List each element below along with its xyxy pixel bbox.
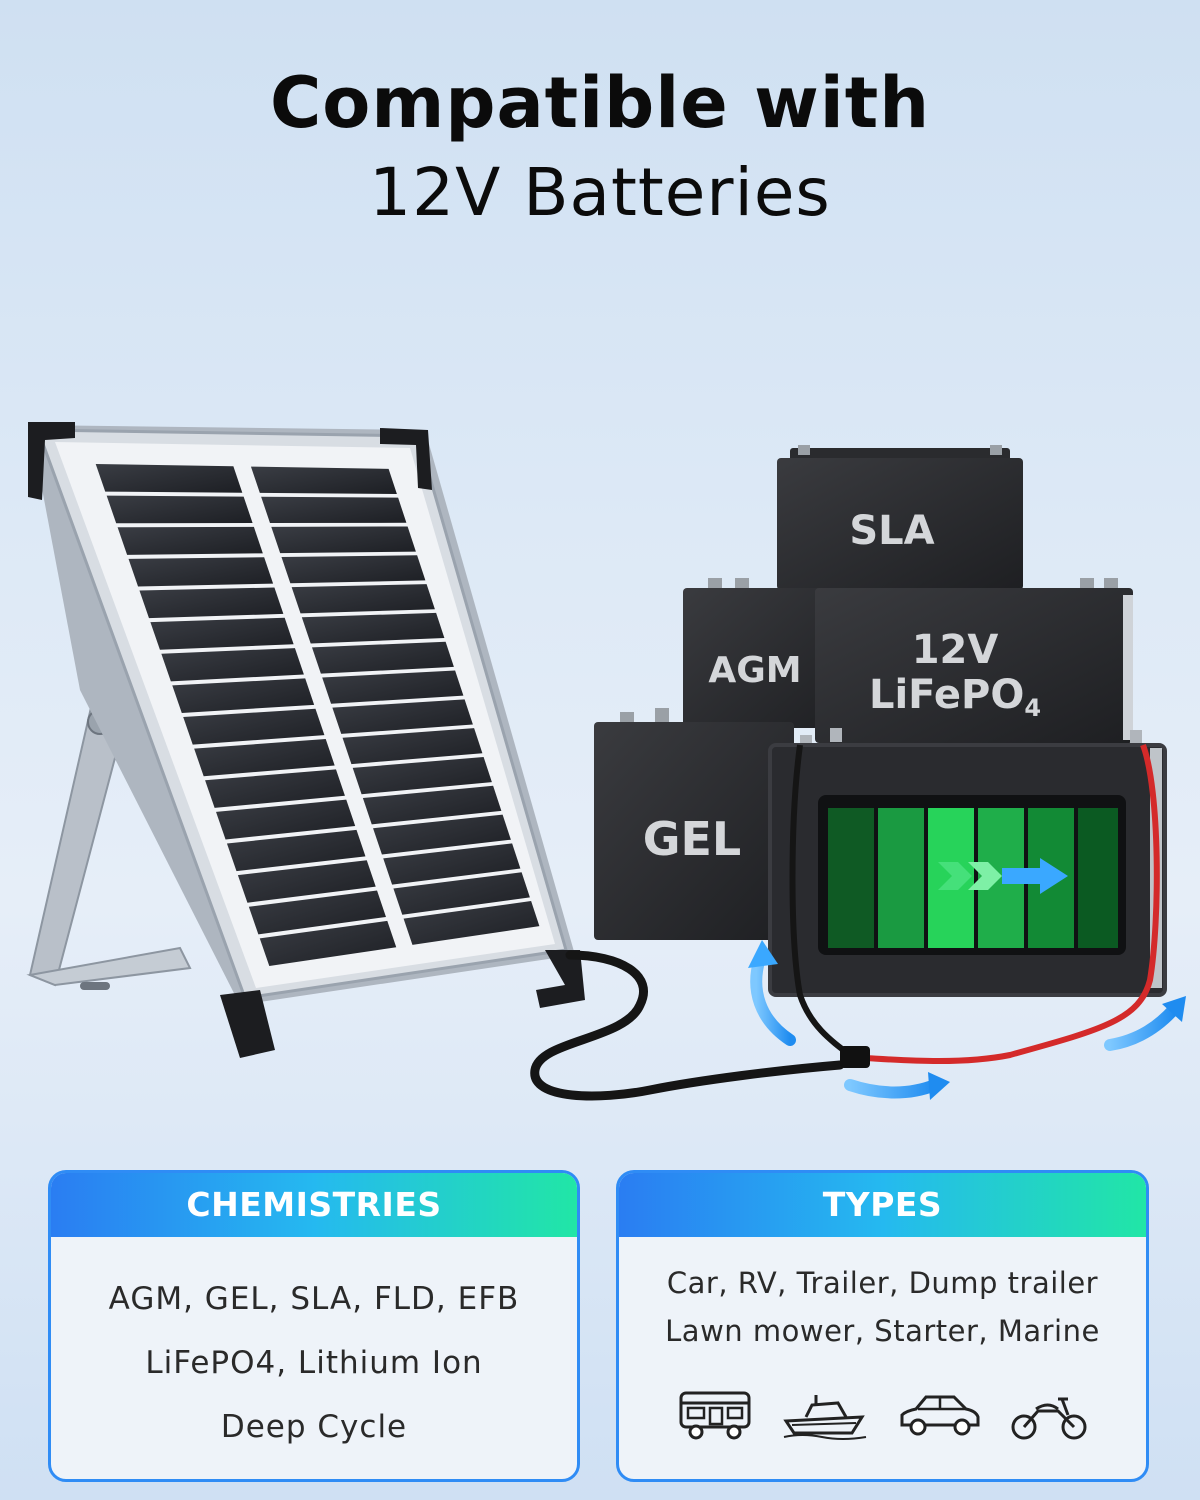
solar-cell — [259, 920, 397, 966]
types-card: TYPES Car, RV, Trailer, Dump trailer Law… — [616, 1170, 1149, 1482]
chemistries-line-2: LiFePO4, Lithium Ion — [145, 1345, 483, 1381]
solar-cell — [301, 612, 445, 644]
battery-sla: SLA — [777, 445, 1023, 590]
battery-lifepo4: 12V LiFePO4 — [815, 578, 1133, 743]
solar-cell — [261, 496, 407, 523]
solar-cell — [373, 814, 511, 855]
solar-cell — [216, 799, 356, 840]
solar-cell — [226, 829, 366, 872]
solar-cell — [128, 557, 274, 587]
types-line-1: Car, RV, Trailer, Dump trailer — [666, 1266, 1099, 1300]
solar-cell — [250, 466, 397, 494]
types-title: TYPES — [619, 1173, 1146, 1237]
solar-cell — [237, 860, 376, 903]
solar-cell — [291, 584, 435, 614]
chemistries-title: CHEMISTRIES — [51, 1173, 577, 1237]
car-icon — [900, 1395, 979, 1436]
battery-charging — [768, 728, 1167, 1068]
solar-cell — [194, 739, 335, 777]
solar-cell — [342, 728, 483, 765]
solar-cell — [332, 699, 473, 734]
chemistries-card: CHEMISTRIES AGM, GEL, SLA, FLD, EFB LiFe… — [48, 1170, 580, 1482]
solar-cell — [383, 843, 521, 885]
solar-cell — [139, 587, 284, 619]
headline-title: Compatible with — [269, 62, 931, 144]
battery-lifepo4-name: LiFePO — [869, 672, 1024, 718]
motorcycle-icon — [1011, 1397, 1086, 1440]
boat-icon — [782, 1395, 866, 1440]
rv-icon — [679, 1391, 750, 1440]
solar-cell — [161, 648, 304, 682]
battery-gel: GEL — [594, 708, 794, 940]
panel-cable — [530, 950, 845, 1101]
solar-cell — [95, 464, 243, 493]
solar-cell — [106, 495, 253, 524]
solar-cell — [362, 785, 502, 825]
battery-lifepo4-voltage: 12V — [912, 627, 999, 673]
solar-cell — [352, 756, 492, 795]
battery-sla-label: SLA — [849, 508, 934, 554]
solar-cell — [117, 526, 263, 555]
chemistries-line-1: AGM, GEL, SLA, FLD, EFB — [108, 1281, 520, 1317]
headline-subtitle: 12V Batteries — [369, 154, 831, 231]
solar-cell — [393, 872, 530, 915]
solar-cell — [172, 678, 315, 713]
solar-cell — [248, 890, 386, 935]
types-line-2: Lawn mower, Starter, Marine — [665, 1314, 1100, 1348]
flow-arrows — [748, 940, 1186, 1100]
battery-agm: AGM — [683, 578, 853, 728]
charging-arrow-icon — [938, 858, 1068, 894]
product-illustration: SLA AGM 12V LiFePO4 GEL — [26, 422, 1186, 1101]
solar-panel — [28, 422, 585, 1058]
battery-agm-label: AGM — [708, 650, 801, 691]
solar-cell — [281, 555, 426, 584]
svg-text:LiFePO4: LiFePO4 — [869, 672, 1041, 722]
solar-cell — [150, 617, 294, 650]
solar-cell — [205, 769, 345, 808]
battery-lifepo4-subscript: 4 — [1024, 694, 1041, 722]
solar-cell — [322, 670, 464, 704]
battery-gel-label: GEL — [643, 812, 742, 866]
solar-cell — [183, 708, 325, 745]
chemistries-line-3: Deep Cycle — [220, 1409, 408, 1445]
solar-cell — [403, 901, 540, 945]
solar-cell — [311, 641, 454, 674]
solar-cell — [271, 526, 416, 554]
